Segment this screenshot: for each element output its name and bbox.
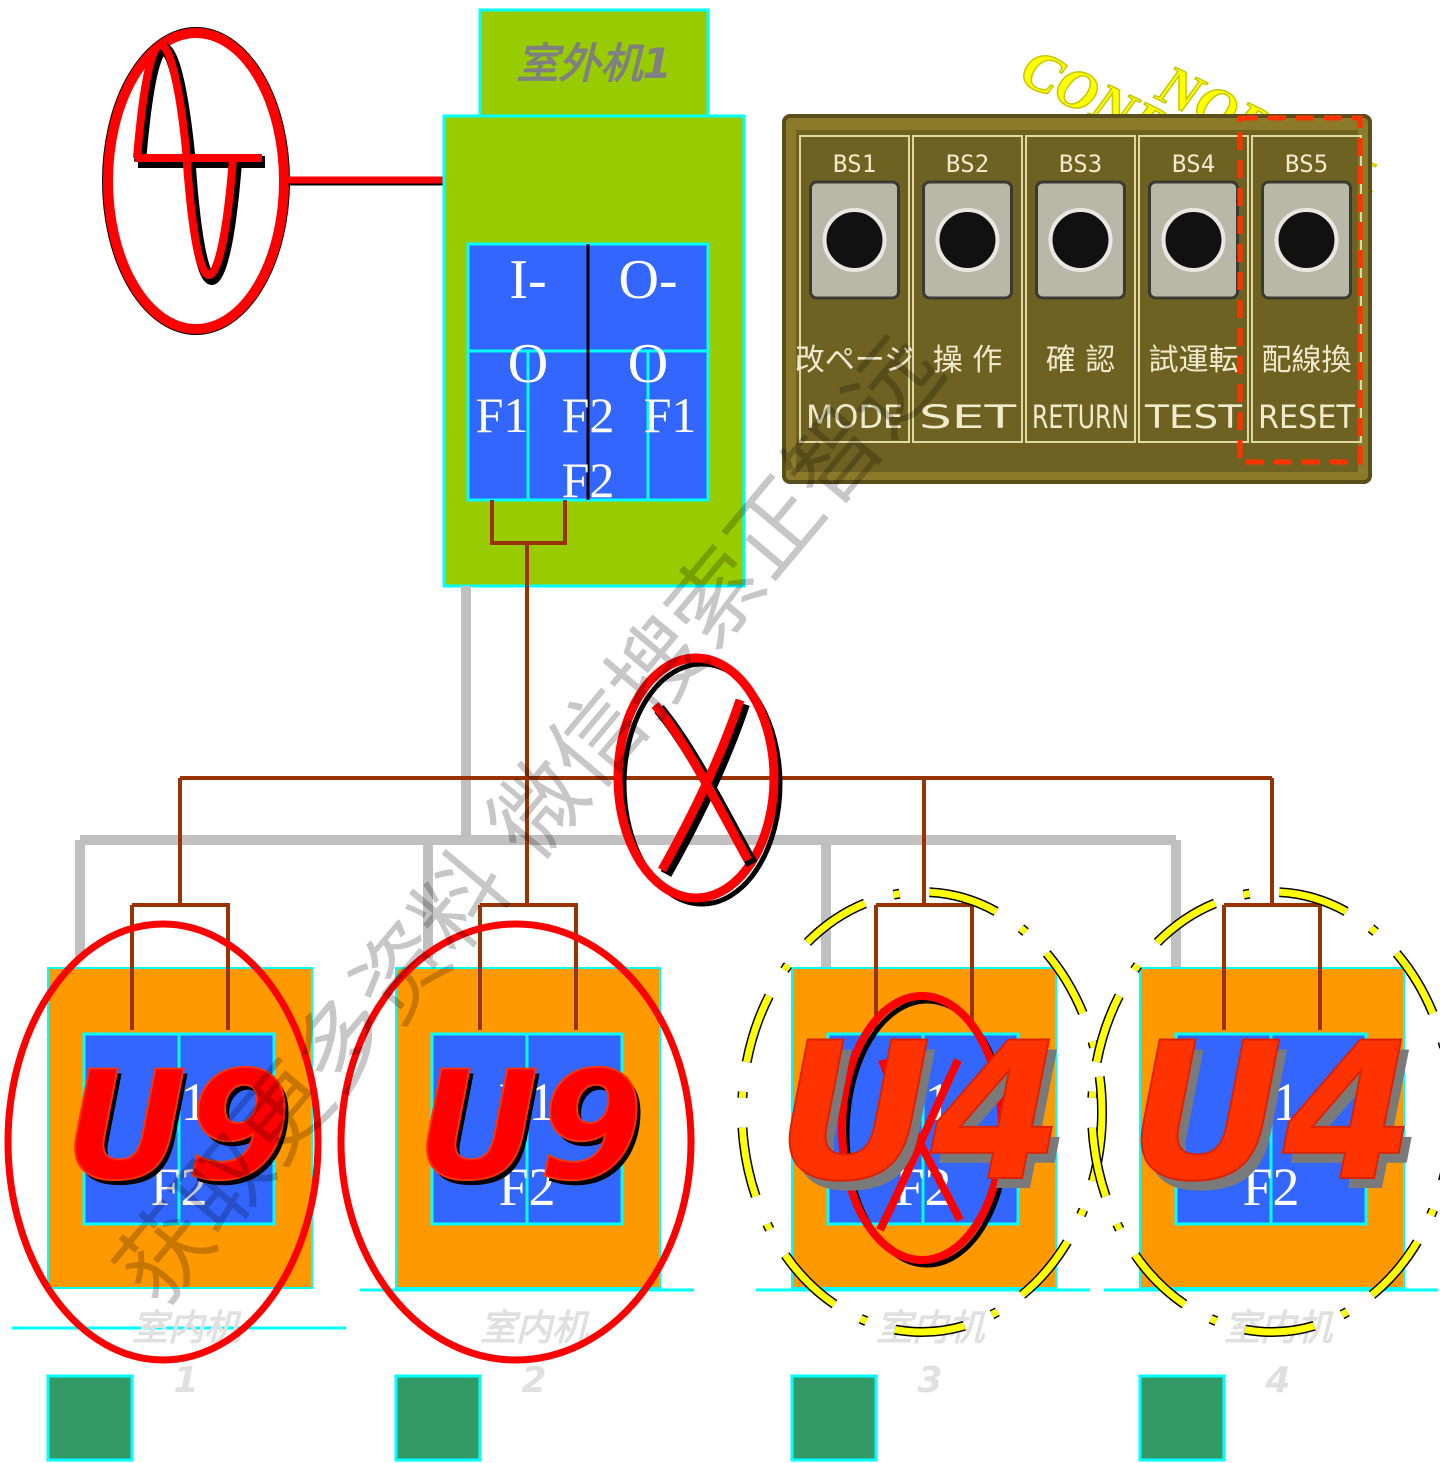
- button-code-bs3: BS3: [1059, 150, 1102, 178]
- power-source-symbol: [104, 29, 448, 333]
- button-cap-bs4: [1164, 210, 1224, 270]
- button-cap-bs3: [1051, 210, 1111, 270]
- button-cap-bs5: [1277, 210, 1337, 270]
- indoor-4-sensor: [1140, 1376, 1224, 1460]
- button-cap-bs2: [938, 210, 998, 270]
- button-en-label-bs4: TEST: [1144, 398, 1243, 436]
- button-jp-label-bs4: 試運転: [1149, 343, 1239, 378]
- indoor-3-sensor: [792, 1376, 876, 1460]
- button-code-bs4: BS4: [1172, 150, 1215, 178]
- indoor-4-number: 4: [1264, 1360, 1290, 1401]
- terminal-f1-right: F1: [644, 387, 697, 443]
- indoor-2-number: 2: [521, 1360, 546, 1401]
- outdoor-terminal-block: I- O- O O F1 F2 F1 F2: [468, 244, 708, 508]
- indoor-4-error-code: U4: [1129, 1002, 1415, 1223]
- terminal-f2-bottom: F2: [562, 452, 615, 508]
- io-sub-left: O: [508, 333, 548, 395]
- terminal-f1-left: F1: [476, 387, 529, 443]
- button-code-bs5: BS5: [1285, 150, 1328, 178]
- button-cap-bs1: [825, 210, 885, 270]
- indoor-1-sensor: [48, 1376, 132, 1460]
- terminal-f2-mid: F2: [562, 387, 615, 443]
- io-header-left: I-: [509, 249, 546, 311]
- button-jp-label-bs3: 確 認: [1046, 343, 1116, 378]
- outdoor-unit-title: 室外机1: [516, 39, 671, 88]
- io-sub-right: O: [628, 333, 668, 395]
- indoor-3-number: 3: [917, 1360, 942, 1401]
- indoor-2-label: 室内机: [480, 1308, 590, 1349]
- indoor-2-error-code: U9: [417, 1040, 643, 1214]
- button-en-label-bs5: RESET: [1258, 398, 1355, 436]
- indoor-1-number: 1: [173, 1360, 198, 1401]
- indoor-2-sensor: [396, 1376, 480, 1460]
- io-header-right: O-: [618, 249, 677, 311]
- indoor-3-error-code: U4: [777, 1002, 1063, 1223]
- button-en-label-bs3: RETURN: [1032, 398, 1129, 436]
- button-code-bs1: BS1: [833, 150, 876, 178]
- outdoor-unit: 室外机1 I- O- O O F1 F2 F1 F2: [444, 10, 744, 586]
- button-jp-label-bs5: 配線換: [1262, 343, 1352, 378]
- button-code-bs2: BS2: [946, 150, 989, 178]
